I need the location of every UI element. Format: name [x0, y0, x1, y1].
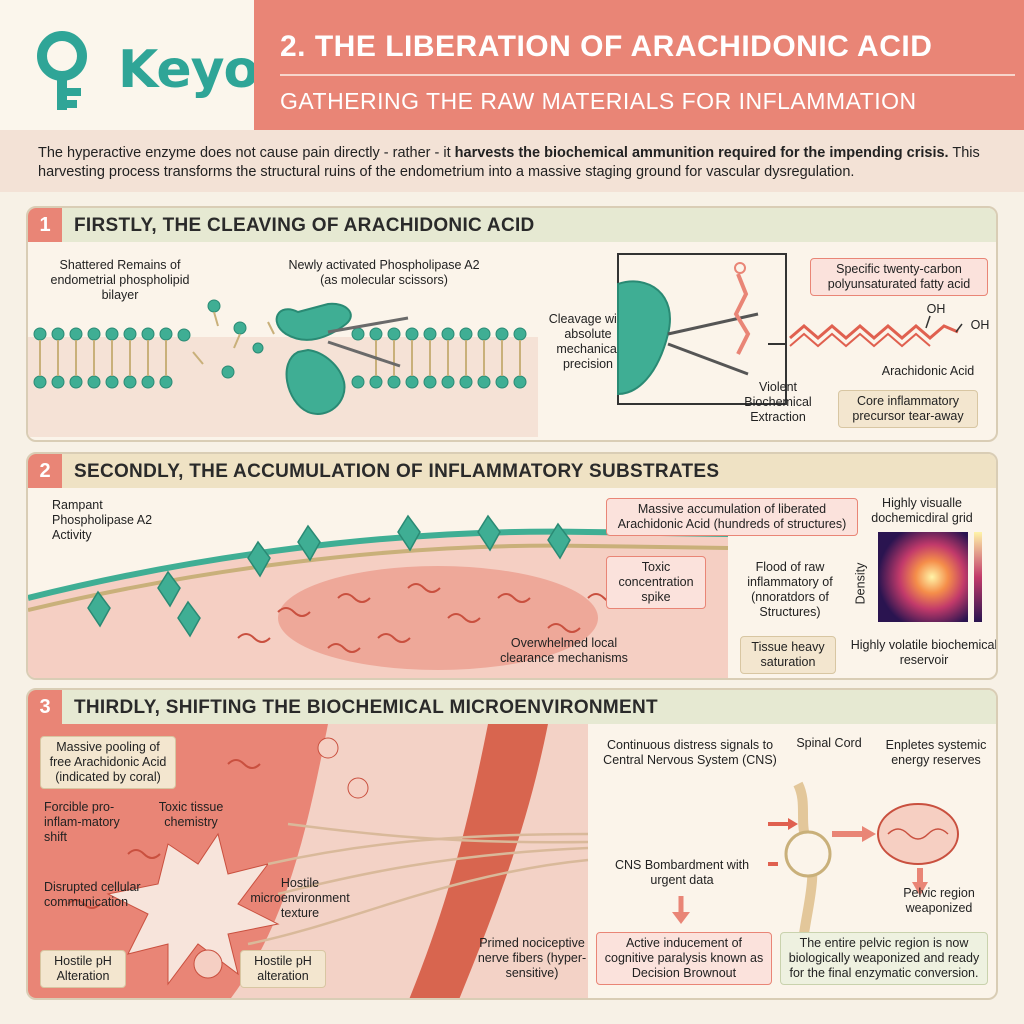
section-2-number: 2 [28, 454, 62, 488]
label-spinal-cord: Spinal Cord [796, 736, 862, 750]
label-density-axis: Density [853, 562, 868, 605]
section-2-panel: 2 SECONDLY, THE ACCUMULATION OF INFLAMMA… [26, 452, 998, 680]
label-hostile-texture: Hostile microenvironment texture [250, 876, 350, 920]
page-title: 2. THE LIBERATION OF ARACHIDONIC ACID [280, 30, 933, 63]
section-2-header: 2 SECONDLY, THE ACCUMULATION OF INFLAMMA… [28, 454, 996, 488]
label-grid-title: Highly visualle dochemicdiral grid [871, 496, 973, 525]
label-overwhelmed-clearance: Overwhelmed local clearance mechanisms [500, 636, 628, 665]
header: Keyora 2. THE LIBERATION OF ARACHIDONIC … [0, 0, 1024, 130]
label-volatile-reservoir: Highly volatile biochemical reservoir [850, 638, 998, 667]
cleavage-zoom-inset [617, 253, 787, 405]
intro-text-1: The hyperactive enzyme does not cause pa… [38, 145, 455, 161]
label-violent-extraction: Violent Biochemical Extraction [744, 380, 812, 424]
section-2-title: SECONDLY, THE ACCUMULATION OF INFLAMMATO… [74, 461, 720, 482]
label-distress-signals: Continuous distress signals to Central N… [603, 738, 777, 767]
arachidonic-acid-chain [789, 315, 963, 348]
section-3-header: 3 THIRDLY, SHIFTING THE BIOCHEMICAL MICR… [28, 690, 996, 724]
label-cleavage: Cleavage with absolute mechanical precis… [548, 312, 628, 371]
spinal-cord-brain-illustration [768, 781, 959, 935]
label-primed-fibers: Primed nociceptive nerve fibers (hyper-s… [477, 936, 587, 980]
section-3-title: THIRDLY, SHIFTING THE BIOCHEMICAL MICROE… [74, 697, 658, 718]
down-arrow-icon [672, 896, 690, 924]
label-final-conversion: The entire pelvic region is now biologic… [780, 932, 988, 985]
label-toxic-spike: Toxic concentration spike [606, 556, 706, 609]
label-depletes-energy: Enpletes systemic energy reserves [885, 738, 987, 767]
label-arachidonic-acid: Arachidonic Acid [881, 364, 975, 378]
intro-text-bold: harvests the biochemical ammunition requ… [454, 145, 949, 161]
section-1-number: 1 [28, 208, 62, 242]
keyora-logo: Keyora [30, 30, 318, 110]
label-decision-brownout: Active inducement of cognitive paralysis… [596, 932, 772, 985]
title-band: 2. THE LIBERATION OF ARACHIDONIC ACID GA… [254, 0, 1024, 130]
label-rampant-activity: Rampant Phospholipase A2 Activity [52, 498, 153, 542]
label-phospholipase-scissors: Newly activated Phospholipase A2 (as mol… [288, 258, 480, 287]
intro-paragraph: The hyperactive enzyme does not cause pa… [0, 130, 1024, 192]
section-2-body: Rampant Phospholipase A2 Activity Massiv… [28, 488, 996, 678]
label-tissue-saturation: Tissue heavy saturation [740, 636, 836, 674]
section-1-panel: 1 FIRSTLY, THE CLEAVING OF ARACHIDONIC A… [26, 206, 998, 442]
label-massive-pooling: Massive pooling of free Arachidonic Acid… [40, 736, 176, 789]
section-1-title: FIRSTLY, THE CLEAVING OF ARACHIDONIC ACI… [74, 215, 535, 236]
label-shattered-remains: Shattered Remains of endometrial phospho… [50, 258, 190, 302]
title-divider [280, 74, 1015, 76]
label-specific-fatty-acid: Specific twenty-carbon polyunsaturated f… [810, 258, 988, 296]
label-cns-bombardment: CNS Bombardment with urgent data [614, 858, 750, 887]
tissue-accumulation-illustration [28, 514, 729, 678]
section-3-panel: 3 THIRDLY, SHIFTING THE BIOCHEMICAL MICR… [26, 688, 998, 1000]
page-subtitle: GATHERING THE RAW MATERIALS FOR INFLAMMA… [280, 88, 917, 114]
section-1-header: 1 FIRSTLY, THE CLEAVING OF ARACHIDONIC A… [28, 208, 996, 242]
label-forcible-shift: Forcible pro-inflam-matory shift [44, 800, 120, 844]
density-heatmap [878, 532, 982, 622]
key-logo-icon [37, 31, 87, 110]
label-flood: Flood of raw inflammatory of (nnoratdors… [747, 560, 833, 619]
intro-text-2: This harvesting process transforms the s… [38, 145, 980, 180]
phospholipid-membrane-illustration [28, 299, 538, 437]
label-hostile-ph-2: Hostile pH alteration [240, 950, 326, 988]
microenvironment-illustration [28, 724, 589, 998]
section-3-body: Massive pooling of free Arachidonic Acid… [28, 724, 996, 998]
label-disrupted-communication: Disrupted cellular communication [44, 880, 141, 909]
label-toxic-chemistry: Toxic tissue chemistry [158, 800, 224, 829]
section-3-number: 3 [28, 690, 62, 724]
label-core-precursor: Core inflammatory precursor tear-away [838, 390, 978, 428]
label-oh-2: OH [970, 318, 990, 332]
label-hostile-ph-1: Hostile pH Alteration [40, 950, 126, 988]
label-pelvic-weaponized: Pelvic region weaponized [903, 886, 975, 915]
section-1-body: Shattered Remains of endometrial phospho… [28, 242, 996, 440]
label-oh-1: OH [926, 302, 946, 316]
label-massive-accumulation: Massive accumulation of liberated Arachi… [606, 498, 858, 536]
